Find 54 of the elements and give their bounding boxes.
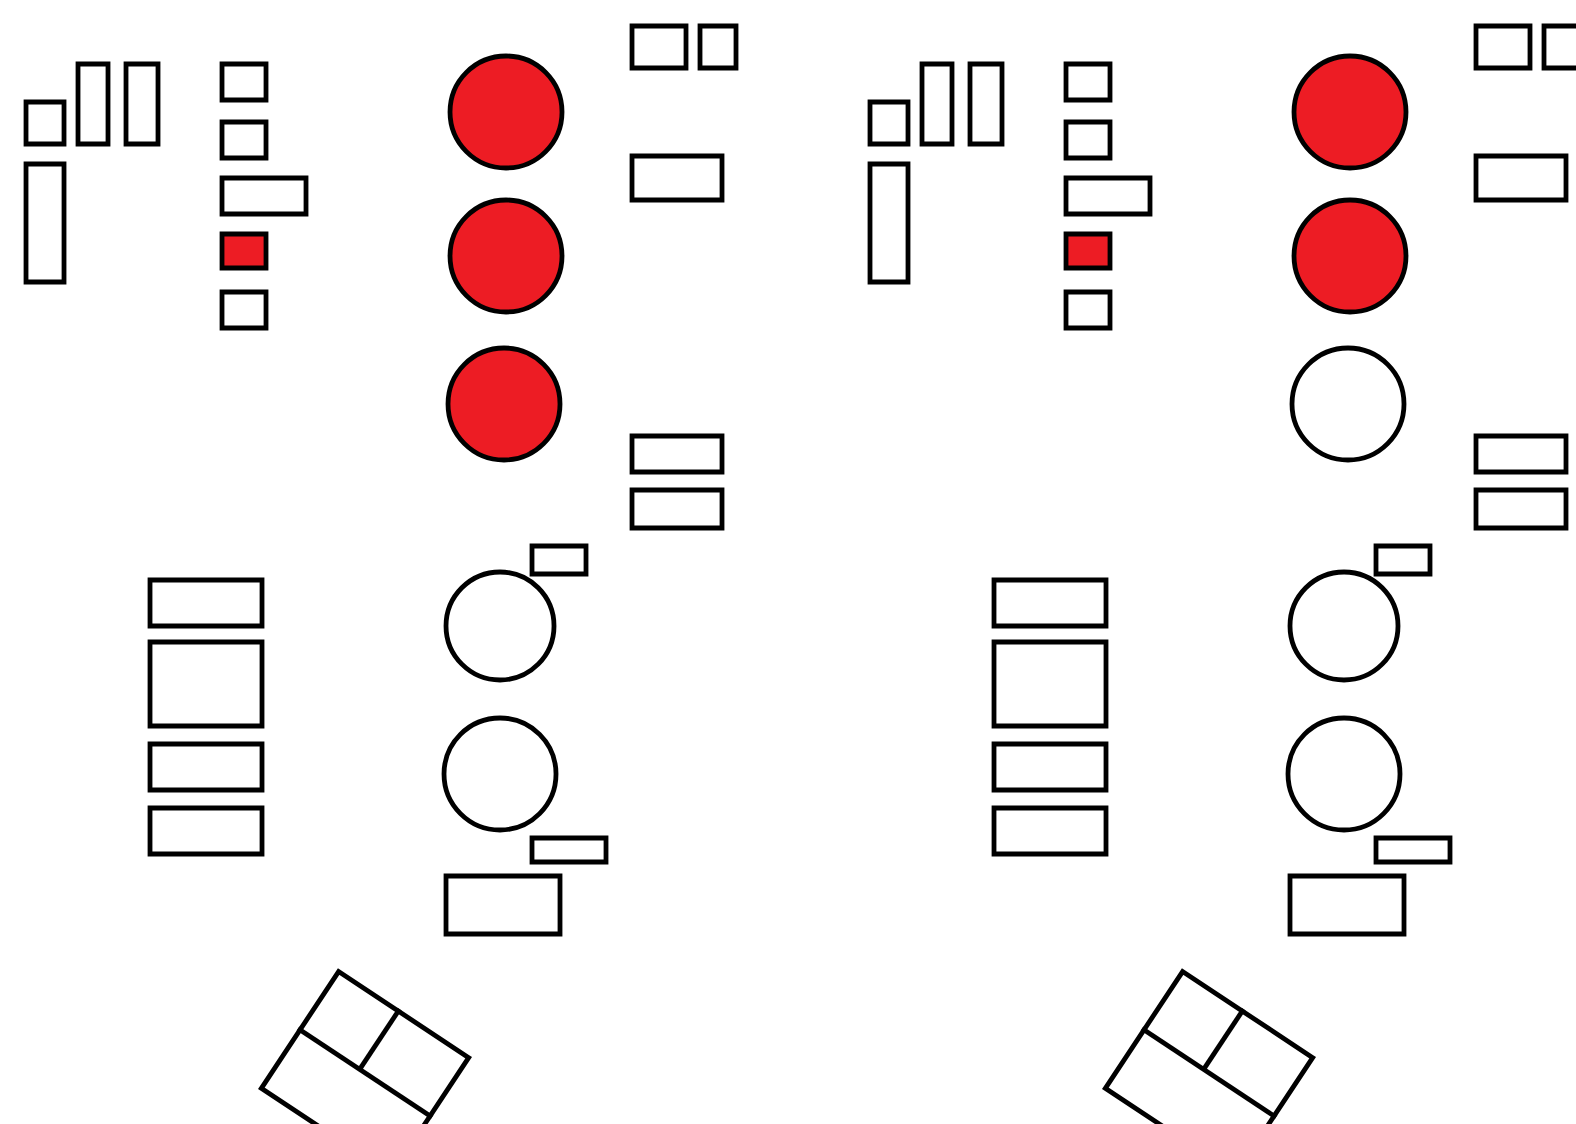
box (1373, 835, 1453, 865)
box (147, 577, 265, 629)
tilted-box (258, 968, 472, 1124)
box (529, 543, 589, 577)
box (529, 835, 609, 865)
box (967, 61, 1005, 147)
box (123, 61, 161, 147)
box (1473, 487, 1569, 531)
box (1063, 61, 1113, 103)
box (1473, 23, 1533, 71)
circle (443, 569, 557, 683)
box (697, 23, 739, 71)
box (219, 119, 269, 161)
box (1541, 23, 1576, 71)
box (991, 639, 1109, 729)
box (1287, 873, 1407, 937)
circle (1289, 345, 1407, 463)
box (443, 873, 563, 937)
box (991, 577, 1109, 629)
box (1373, 543, 1433, 577)
box (1473, 433, 1569, 475)
box (147, 805, 265, 857)
box (629, 487, 725, 531)
box (629, 433, 725, 475)
circle (447, 197, 565, 315)
box (867, 161, 911, 285)
box (75, 61, 111, 147)
box (147, 741, 265, 793)
tilted-box (1102, 968, 1316, 1124)
box (219, 175, 309, 217)
box (991, 741, 1109, 793)
box (219, 289, 269, 331)
box (991, 805, 1109, 857)
box (629, 23, 689, 71)
box (23, 161, 67, 285)
box (147, 639, 265, 729)
circle (1291, 53, 1409, 171)
box (1063, 289, 1113, 331)
box (1063, 231, 1113, 271)
circle (447, 53, 565, 171)
box (867, 99, 911, 147)
box (919, 61, 955, 147)
box (1473, 153, 1569, 203)
circle (1285, 715, 1403, 833)
box (1063, 119, 1113, 161)
circle (445, 345, 563, 463)
circle (1291, 197, 1409, 315)
box (1063, 175, 1153, 217)
box (629, 153, 725, 203)
circle (1287, 569, 1401, 683)
box (23, 99, 67, 147)
box (219, 61, 269, 103)
circle (441, 715, 559, 833)
box (219, 231, 269, 271)
